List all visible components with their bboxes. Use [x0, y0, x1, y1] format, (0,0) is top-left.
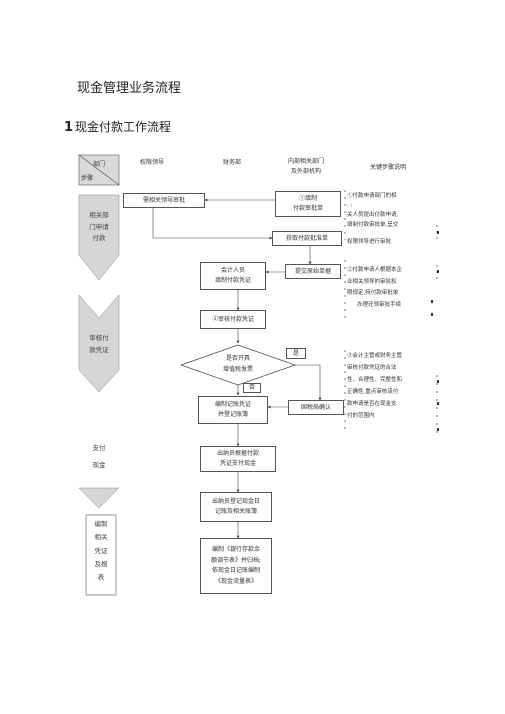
note-line: 权限领导进行审批 [347, 238, 392, 245]
header-col-authority: 权限领导 [140, 159, 165, 166]
note-line: 款申请是否在现金支 [347, 401, 397, 408]
margin-mark [437, 402, 439, 405]
decision-line: 是否开具 [225, 355, 250, 362]
lane-label-review: 审核付 款凭证 [81, 333, 117, 356]
lane4-line: 相关 [94, 533, 108, 542]
box-submit-docs: 提交原始单据 [285, 264, 341, 279]
margin-mark [431, 313, 433, 316]
note-line: 办理还领审批手续 [357, 301, 402, 308]
note-line: ③会计主管或财务主管 [347, 353, 403, 359]
box-accountant-line: 会计人员 [220, 267, 245, 275]
note-line: 限规定,持付款审批单 [347, 290, 399, 297]
lane1-line: 相关部 [89, 211, 109, 219]
margin-mark [437, 428, 439, 431]
margin-mark [437, 270, 439, 273]
section-title: 现金付款工作流程 [75, 120, 172, 134]
lane-label-report: 编制 相关 凭证 及报 表 [86, 518, 116, 585]
box-record-line: 编制记账凭证 [214, 401, 251, 409]
header-col-finance: 财务部 [223, 159, 242, 166]
box-fill-payment-form: ①填制 付款审批单 [275, 191, 341, 217]
note-line: ①付款申请部门的相 [347, 193, 397, 199]
box-report-line: 编制《银行存款余 [211, 546, 260, 553]
note-line: 填制付款审批单,呈交 [347, 221, 399, 228]
box-cashier-pay-line: 出纳员根据付款 [216, 450, 259, 458]
box-fill-line: 付款审批单 [292, 205, 323, 212]
header-col-internal-line1: 内部相关部门 [288, 158, 325, 165]
lane-label-apply: 相关部 门申请 付款 [81, 210, 117, 245]
lane4-line: 编制 [94, 520, 108, 528]
label-yes: 是 [286, 348, 306, 359]
lane3-line: 现金 [92, 460, 106, 469]
box-get-approval: 获取付款批准单 [272, 231, 342, 246]
box-leader-approval: 需相关领导审批 [123, 193, 205, 208]
box-tax-confirm: 国税局确认 [288, 400, 344, 415]
box-accountant-line: 填制付款凭证 [214, 277, 251, 284]
box-accountant-fill: 会计人员 填制付款凭证 [200, 262, 266, 290]
header-col-internal: 内部相关部门 及外部机构 [288, 157, 324, 177]
label-no: 否 [243, 383, 261, 393]
lane2-line: 审核付 [89, 334, 109, 342]
note-line: 业相关领导的审批权 [347, 278, 397, 285]
lane1-line: 付款 [92, 234, 106, 243]
note-line: 性、合理性、完整性和 [347, 377, 403, 384]
note-line: ②付款申请人根据本企 [347, 267, 403, 273]
box-fill-line: ①填制 [298, 195, 317, 203]
header-col-notes: 关键步骤说明 [370, 164, 407, 171]
note-step-3: ③会计主管或财务主管 审核付款凭证的合法 性、合理性、完整性和 正确性,重点审核… [347, 350, 439, 423]
box-report-line: 《现金流量表》 [214, 577, 257, 585]
box-review-voucher: ②审核付款凭证 [200, 310, 266, 329]
lane-arrow-3 [78, 487, 120, 509]
document-title: 现金管理业务流程 [77, 81, 182, 96]
note-step-2: ②付款申请人根据本企 业相关领导的审批权 限规定,持付款审批单 办理还领审批手续 [347, 265, 439, 311]
lane4-line: 及报 [94, 559, 108, 568]
note-line: 付的范围内 [347, 413, 375, 420]
lane1-line: 门申请 [89, 222, 109, 231]
box-report-line: 依现金日记账编制 [211, 567, 260, 574]
header-step: 步骤 [81, 175, 94, 182]
box-cashier-log: 出纳员登记现金日 记账及相关账簿 [200, 492, 272, 522]
lane-label-pay: 支付 现金 [81, 440, 117, 474]
box-cashier-pay-line: 凭证支付现金 [219, 460, 256, 467]
header-col-internal-line2: 及外部机构 [291, 168, 322, 176]
header-dept: 部门 [93, 161, 106, 168]
section-number: 1 [64, 120, 74, 135]
box-report-line: 额调节表》并归档; [210, 556, 262, 564]
box-record-line: 并登记账簿 [217, 411, 248, 418]
box-cashier-log-line: 记账及相关账簿 [214, 508, 257, 515]
box-cashier-pay: 出纳员根据付款 凭证支付现金 [200, 446, 276, 472]
lane4-line: 表 [97, 573, 105, 582]
decision-text: 是否开具 增值税发票 [196, 354, 280, 376]
note-line: 审核付款凭证的合法 [347, 365, 397, 372]
margin-mark [437, 380, 439, 383]
note-line: : : [347, 202, 353, 209]
box-report: 编制《银行存款余 额调节表》并归档; 依现金日记账编制 《现金流量表》 [200, 538, 272, 594]
decision-line: 增值税发票 [222, 365, 253, 373]
lane3-line: 支付 [92, 444, 106, 452]
margin-mark [431, 300, 433, 303]
note-step-1: ①付款申请部门的相 : : 关人员提出付款申请, 填制付款审批单,呈交 权限领导… [347, 192, 439, 247]
box-cashier-log-line: 出纳员登记现金日 [211, 498, 260, 506]
lane2-line: 款凭证 [89, 345, 109, 354]
margin-mark [437, 231, 439, 234]
lane-box-4 [85, 514, 117, 596]
lane-arrow-2 [78, 294, 120, 393]
note-line: 关人员提出付款申请, [347, 212, 399, 219]
box-record-voucher: 编制记账凭证 并登记账簿 [198, 396, 268, 424]
note-line: 正确性,重点审核该付 [347, 389, 399, 396]
lane4-line: 凭证 [94, 546, 108, 555]
lane-arrow-1 [78, 194, 120, 281]
